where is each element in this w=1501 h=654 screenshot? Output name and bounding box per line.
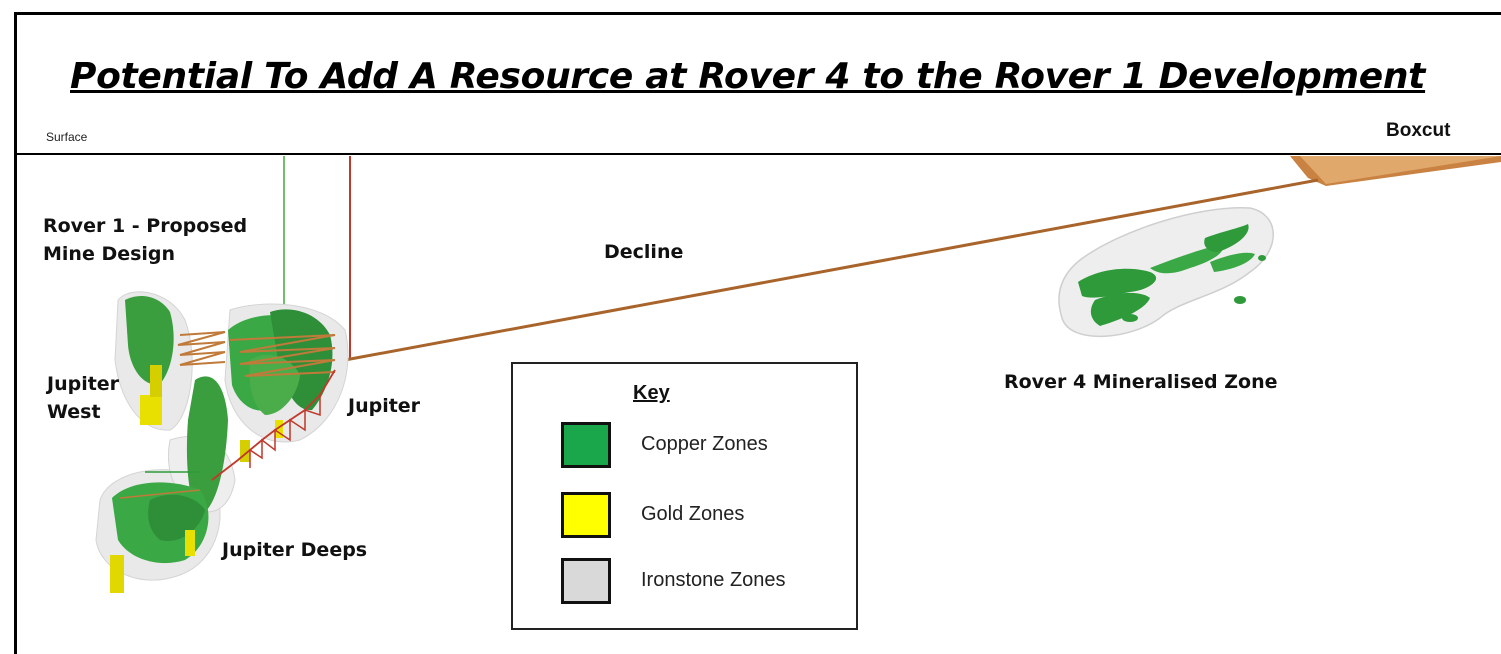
diagram-frame: [14, 12, 1501, 654]
rover4-zone: [1058, 207, 1274, 338]
jupiter-label: Jupiter: [348, 395, 421, 417]
surface-label: Surface: [46, 130, 88, 144]
gold-swatch: [561, 492, 611, 538]
legend-item-gold: Gold Zones: [561, 492, 851, 542]
legend-label-gold: Gold Zones: [641, 503, 745, 525]
legend-title: Key: [633, 382, 670, 404]
decline-label: Decline: [604, 241, 684, 263]
copper-swatch: [561, 422, 611, 468]
page-title: Potential To Add A Resource at Rover 4 t…: [70, 56, 1426, 97]
jupiter-deeps-label: Jupiter Deeps: [222, 539, 368, 561]
jupiter-west-label: Jupiter West: [47, 373, 120, 423]
legend-box: Key Copper Zones Gold Zones Ironstone Zo…: [511, 362, 858, 630]
ironstone-swatch: [561, 558, 611, 604]
legend-item-copper: Copper Zones: [561, 422, 851, 472]
decline-line: [344, 178, 1319, 362]
legend-label-ironstone: Ironstone Zones: [641, 569, 786, 591]
legend-item-ironstone: Ironstone Zones: [561, 558, 851, 608]
rover4-label: Rover 4 Mineralised Zone: [1004, 371, 1278, 393]
legend-label-copper: Copper Zones: [641, 433, 768, 455]
rover1-mine-design: [95, 291, 349, 593]
rover1-label: Rover 1 - Proposed Mine Design: [43, 215, 248, 265]
boxcut-label: Boxcut: [1386, 120, 1451, 141]
